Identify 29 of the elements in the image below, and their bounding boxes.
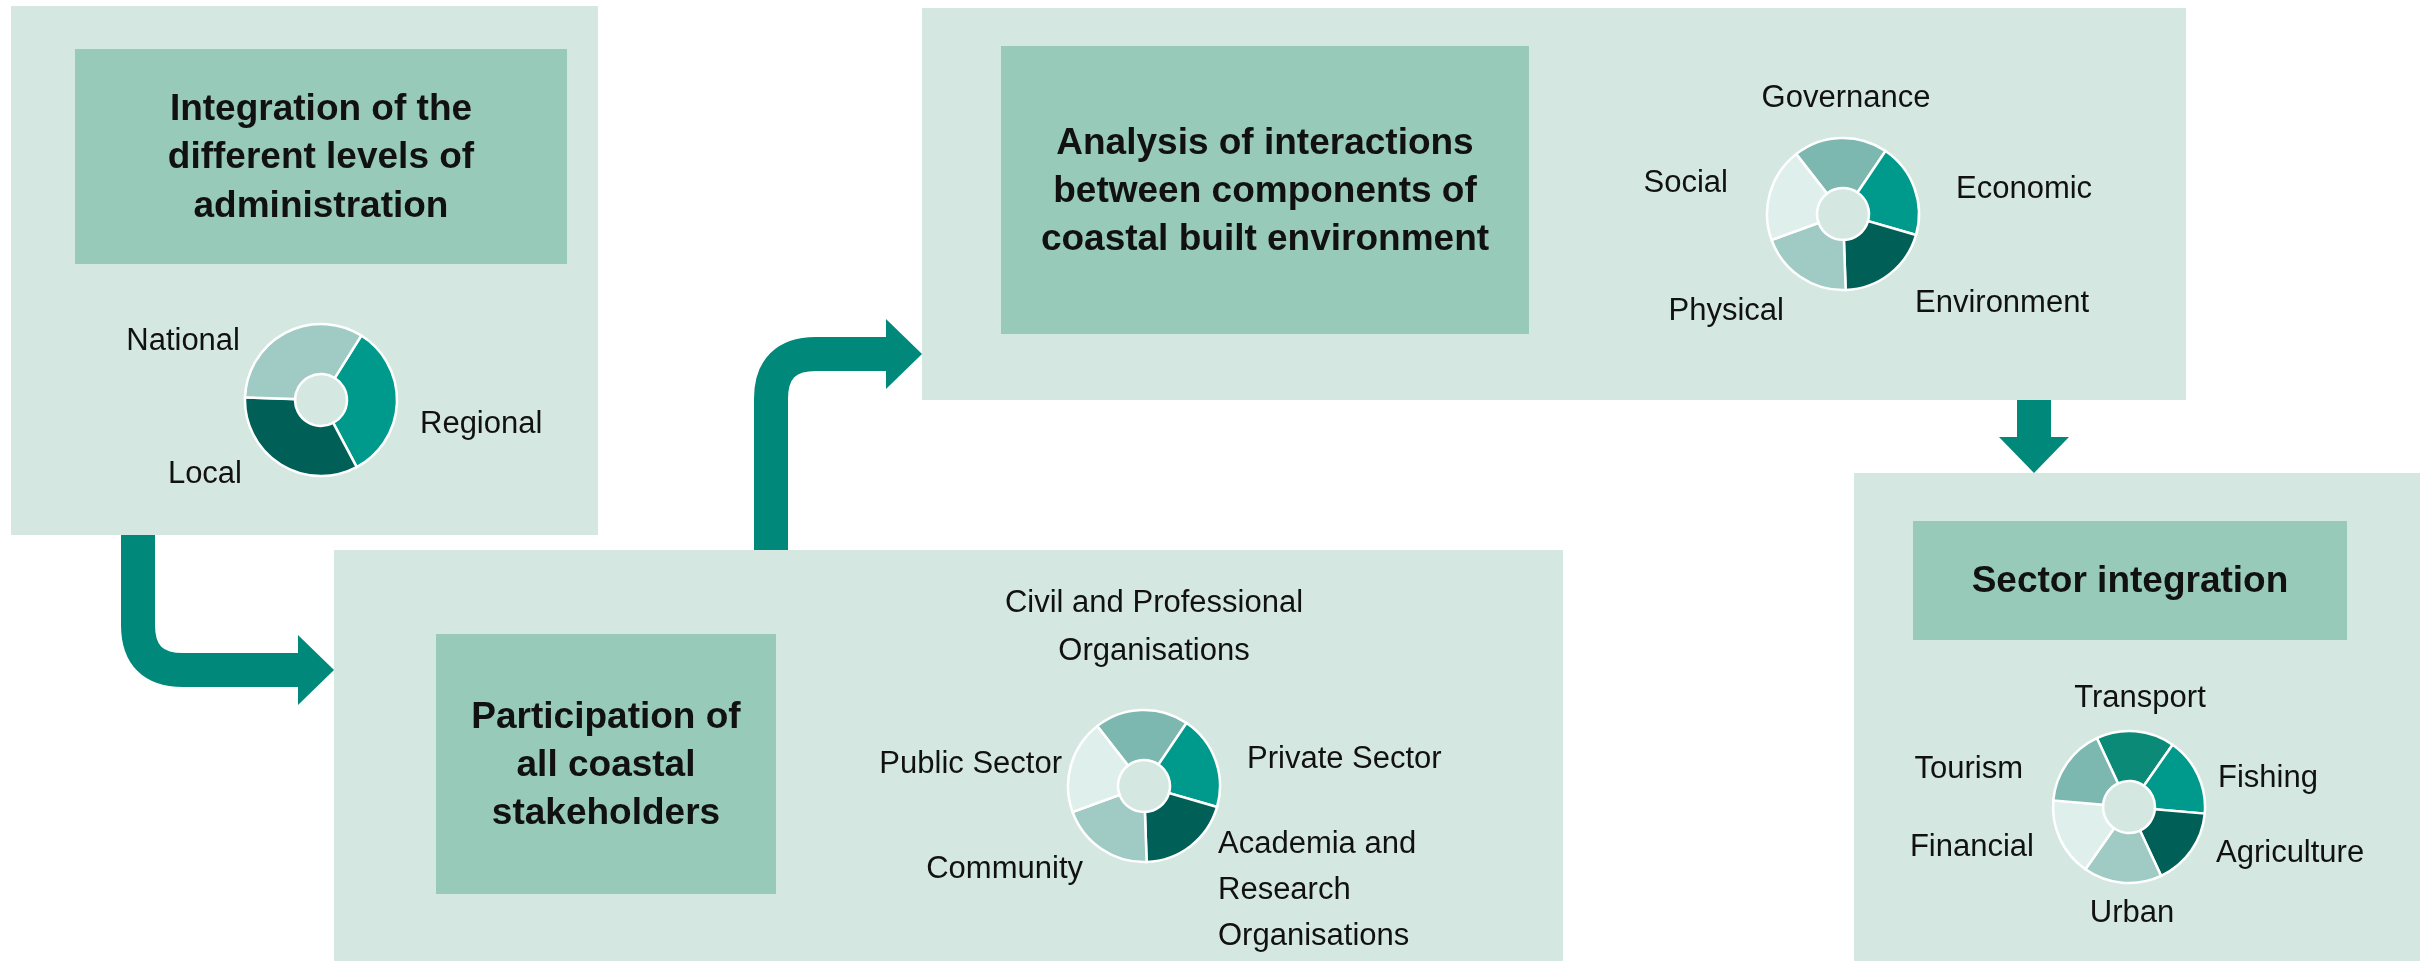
- panel-background: [334, 550, 1563, 961]
- arrow: [1999, 400, 2069, 473]
- title-box: Analysis of interactions between components of coastal built environment: [1001, 46, 1529, 334]
- segment-label: Public Sector: [879, 744, 1062, 782]
- segment-label: Physical: [1668, 291, 1784, 329]
- title-box: Integration of the different levels of administration: [75, 49, 567, 264]
- title-box: Sector integration: [1913, 521, 2347, 640]
- title-box: Participation of all coastal stakeholders: [436, 634, 776, 894]
- segment-label: Social: [1643, 163, 1728, 201]
- segment-label: Academia and Research Organisations: [1218, 824, 1418, 954]
- segment-label: Economic: [1956, 169, 2093, 207]
- segment-label: Regional: [420, 404, 543, 442]
- segment-label: Fishing: [2218, 758, 2318, 796]
- segment-label: Tourism: [1914, 749, 2023, 787]
- segment-label: Local: [167, 454, 242, 492]
- segment-label: Environment: [1915, 283, 2090, 321]
- panel-background: [1854, 473, 2420, 961]
- segment-label: National: [126, 321, 240, 359]
- panel-background: [922, 8, 2186, 400]
- segment-label: Governance: [1761, 78, 1931, 116]
- segment-label: Civil and Professional Organisations: [1003, 583, 1305, 669]
- segment-label: Financial: [1909, 827, 2034, 865]
- arrow: [754, 319, 922, 550]
- segment-label: Transport: [2074, 678, 2206, 716]
- segment-label: Community: [926, 849, 1083, 887]
- segment-label: Agriculture: [2216, 833, 2365, 871]
- segment-label: Private Sector: [1247, 739, 1442, 777]
- segment-label: Urban: [2089, 893, 2175, 931]
- panel-background: [11, 6, 598, 535]
